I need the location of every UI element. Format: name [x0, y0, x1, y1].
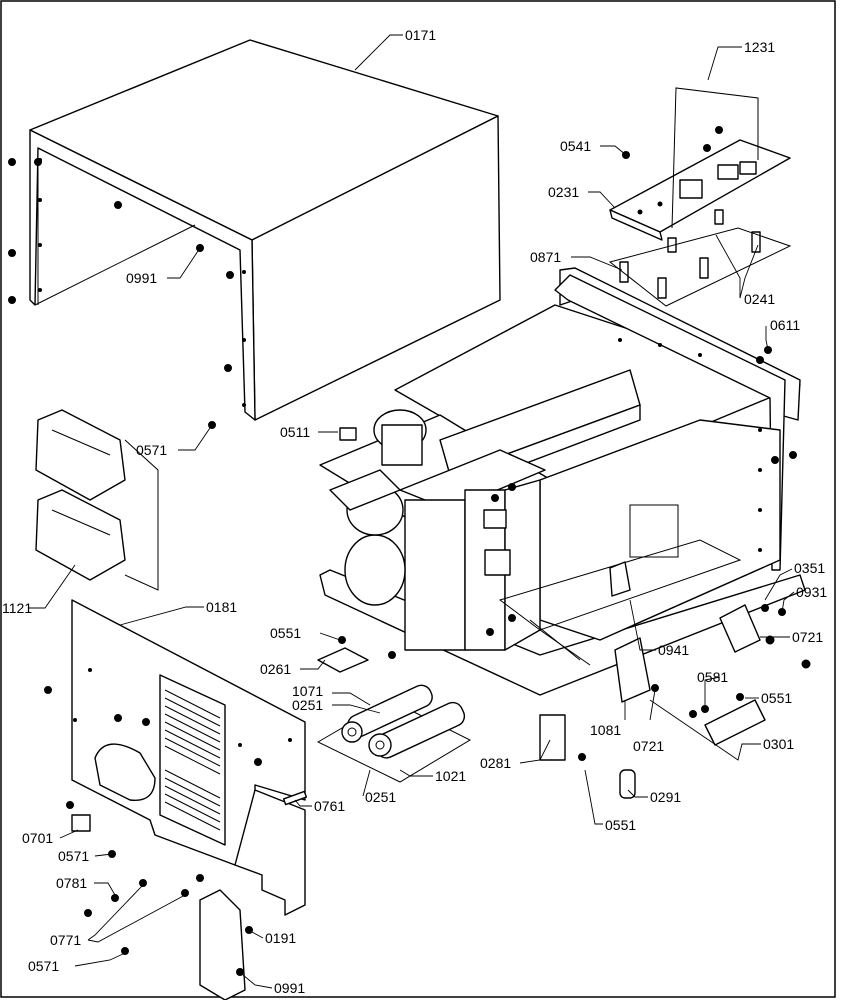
- label-0301: 0301: [763, 736, 794, 752]
- label-0251-bottom: 0251: [365, 789, 396, 805]
- bracket-0261: [317, 647, 369, 673]
- label-0571-bottom: 0571: [28, 958, 59, 974]
- panel-screws: [44, 686, 262, 976]
- label-0511: 0511: [280, 424, 310, 440]
- board-footprint: [608, 227, 792, 307]
- part-labels: 0171 1231 0541 0231 0871 0241 0611 0991 …: [2, 27, 827, 996]
- back-panel-0181: [71, 599, 306, 866]
- label-0191: 0191: [265, 930, 296, 946]
- label-0231: 0231: [548, 184, 579, 200]
- control-board-0231: [609, 139, 791, 241]
- label-0351: 0351: [794, 560, 825, 576]
- label-0181: 0181: [206, 599, 237, 615]
- label-0551-mid: 0551: [270, 625, 301, 641]
- label-0551-right: 0551: [761, 690, 792, 706]
- label-0581: 0581: [697, 669, 728, 685]
- label-0871: 0871: [530, 249, 561, 265]
- label-0611: 0611: [770, 317, 800, 333]
- sub-panel-0191: [199, 789, 306, 1000]
- label-1081: 1081: [590, 722, 621, 738]
- label-0761: 0761: [314, 798, 345, 814]
- label-0701: 0701: [22, 830, 53, 846]
- label-0941: 0941: [658, 642, 689, 658]
- label-1121: 1121: [2, 600, 32, 616]
- label-0291: 0291: [650, 789, 681, 805]
- label-0261: 0261: [260, 661, 291, 677]
- right-small-parts: [539, 561, 811, 799]
- label-0991-top: 0991: [126, 270, 157, 286]
- label-0771: 0771: [50, 932, 81, 948]
- screw-0551a: [338, 636, 346, 644]
- label-0991-bottom: 0991: [274, 980, 305, 996]
- label-0721-right: 0721: [792, 629, 823, 645]
- fan-motor-0511: [339, 409, 427, 466]
- label-0541: 0541: [560, 138, 591, 154]
- label-0251-top: 0251: [292, 697, 323, 713]
- label-0931: 0931: [796, 584, 827, 600]
- label-1231: 1231: [744, 39, 775, 55]
- label-0551-bottom: 0551: [605, 817, 636, 833]
- standoffs-0241: [619, 126, 761, 299]
- label-1071: 1071: [292, 683, 323, 699]
- label-0721-lower: 0721: [633, 738, 664, 754]
- label-1021: 1021: [435, 768, 466, 784]
- switch-0701: [71, 814, 91, 832]
- screw-0551a2: [388, 651, 396, 659]
- label-0281: 0281: [480, 755, 511, 771]
- label-0571-top: 0571: [136, 442, 167, 458]
- capacitors-0251: [316, 684, 472, 783]
- label-0241: 0241: [744, 291, 775, 307]
- handle-1231: [671, 87, 759, 229]
- vent-grilles-1121: [35, 409, 159, 591]
- label-0571-mid: 0571: [58, 848, 89, 864]
- outer-cabinet-0171: [29, 39, 501, 421]
- leader-lines: [28, 34, 795, 989]
- label-0781: 0781: [56, 875, 87, 891]
- main-chassis: [319, 267, 806, 696]
- label-0171: 0171: [405, 27, 436, 43]
